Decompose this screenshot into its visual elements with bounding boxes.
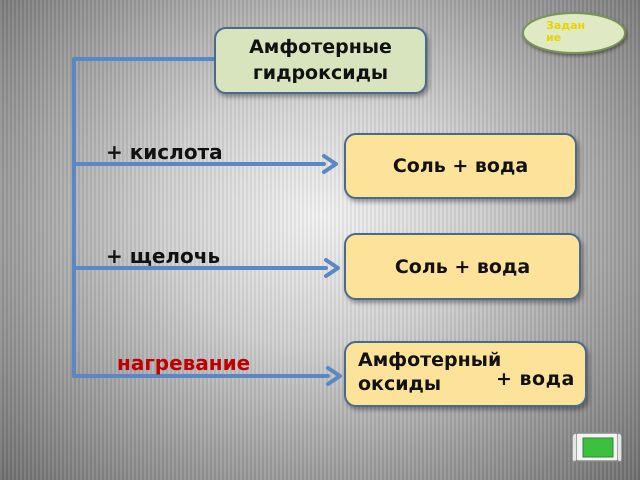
result-box-acid: Соль + вода (344, 133, 577, 199)
arrowhead-alkali (324, 258, 340, 278)
trunk-line (72, 57, 216, 378)
result-text-oxide: Амфотерный оксиды (358, 349, 502, 395)
title-text: Амфотерные гидроксиды (249, 35, 392, 84)
result-text-alkali: Соль + вода (394, 255, 531, 278)
result-text-water: + вода (496, 368, 575, 390)
condition-heating: нагревание (117, 351, 251, 375)
result-box-alkali: Соль + вода (344, 233, 581, 300)
arrowhead-acid (322, 154, 338, 174)
title-box: Амфотерные гидроксиды (214, 27, 427, 94)
condition-acid: + кислота (106, 140, 223, 164)
task-button-label: Задание (546, 19, 586, 44)
task-button[interactable]: Задание (522, 12, 626, 54)
result-text-acid: Соль + вода (392, 155, 529, 177)
navigation-scroll-icon[interactable] (571, 429, 623, 465)
condition-alkali: + щелочь (106, 244, 221, 268)
arrowhead-heating (326, 366, 342, 386)
result-box-heating: Амфотерный оксиды + вода (344, 341, 587, 407)
